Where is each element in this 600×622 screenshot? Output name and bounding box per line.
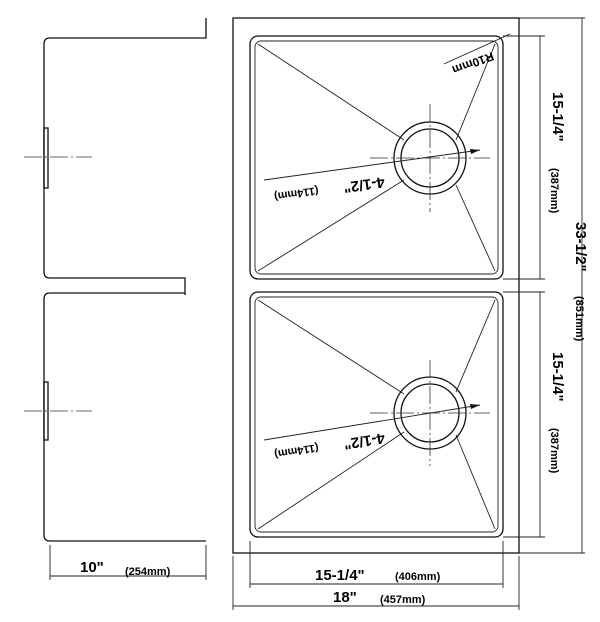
bottom-bowl-length-mm: (387mm): [548, 428, 560, 474]
overall-width-inch: 18": [333, 589, 357, 606]
top-view-outline: [232, 17, 520, 554]
top-drain-mm: (114mm): [273, 184, 319, 202]
corner-radius-label: R10mm: [450, 49, 496, 77]
top-bowl-length-inch: 15-1/4": [549, 92, 566, 142]
top-bowl-length-mm: (387mm): [548, 168, 560, 214]
bowl-width-inch: 15-1/4": [315, 567, 365, 584]
overall-length-inch: 33-1/2": [572, 222, 589, 272]
bottom-bowl-drain: [257, 299, 496, 530]
side-depth-inch: 10": [80, 559, 104, 576]
side-profile-view: [24, 18, 207, 580]
width-dimension-lines: [232, 541, 520, 610]
top-drain-inch: 4-1/2": [343, 173, 386, 196]
overall-width-mm: (457mm): [380, 594, 426, 606]
radius-leader: [443, 33, 511, 65]
side-depth-mm: (254mm): [125, 566, 171, 578]
bowl-width-mm: (406mm): [395, 571, 441, 583]
bottom-bowl-length-inch: 15-1/4": [549, 352, 566, 402]
overall-length-mm: (851mm): [573, 296, 585, 342]
top-bowl-drain: [257, 43, 496, 272]
bottom-drain-mm: (114mm): [273, 441, 319, 460]
bottom-drain-inch: 4-1/2": [343, 429, 386, 452]
length-dimension-lines: [503, 17, 585, 554]
